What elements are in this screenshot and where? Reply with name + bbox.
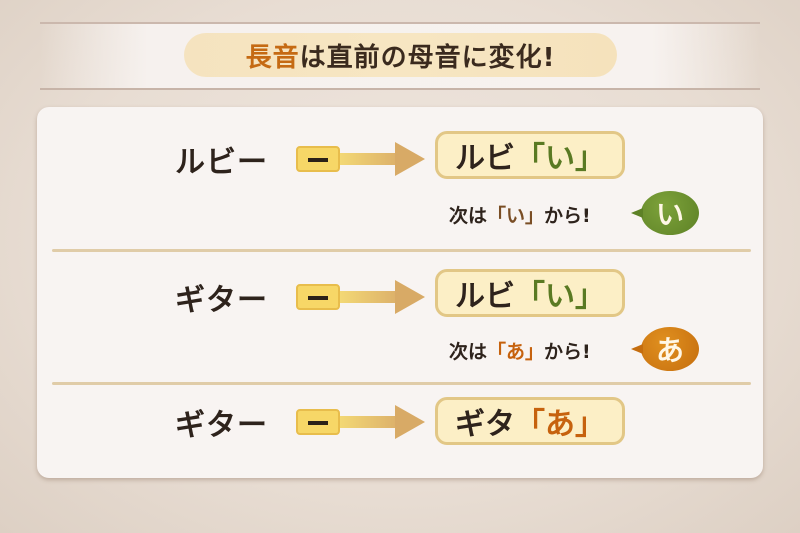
result-vowel: 「い」 [515, 141, 605, 176]
result-vowel: 「あ」 [515, 407, 605, 442]
hint-text: 次は「い」から! [449, 201, 591, 228]
hint-pre: 次は [449, 341, 488, 363]
source-word: ルビー [175, 145, 268, 180]
long-vowel-dash-icon [296, 146, 340, 172]
result-box: ルビ「い」 [435, 131, 625, 179]
result-base: ルビ [455, 279, 515, 314]
arrow-shaft [340, 416, 398, 428]
arrow-right-icon [395, 142, 425, 176]
arrow-right-icon [395, 405, 425, 439]
speech-bubble-a: あ [631, 327, 699, 371]
hint-vowel: 「い」 [487, 205, 545, 227]
divider [52, 249, 751, 252]
examples-card: ルビー ルビ「い」 次は「い」から! い ギター ルビ「い」 次は「あ」から! … [37, 107, 763, 478]
result-base: ルビ [455, 141, 515, 176]
title-rest: は直前の母音に変化! [299, 42, 556, 73]
speech-bubble-i: い [631, 191, 699, 235]
hint-post: から! [544, 341, 591, 363]
hint-post: から! [544, 205, 591, 227]
result-vowel: 「い」 [515, 279, 605, 314]
hint-text: 次は「あ」から! [449, 337, 591, 364]
source-word: ギター [175, 408, 268, 443]
long-vowel-dash-icon [296, 284, 340, 310]
title-accent: 長音 [245, 42, 300, 73]
divider [52, 382, 751, 385]
source-word: ギター [175, 283, 268, 318]
arrow-right-icon [395, 280, 425, 314]
page-title: 長音は直前の母音に変化! [184, 33, 617, 77]
result-box: ルビ「い」 [435, 269, 625, 317]
hint-pre: 次は [449, 205, 488, 227]
arrow-shaft [340, 153, 398, 165]
result-base: ギタ [455, 407, 515, 442]
long-vowel-dash-icon [296, 409, 340, 435]
result-box: ギタ「あ」 [435, 397, 625, 445]
arrow-shaft [340, 291, 398, 303]
hint-vowel: 「あ」 [487, 341, 545, 363]
